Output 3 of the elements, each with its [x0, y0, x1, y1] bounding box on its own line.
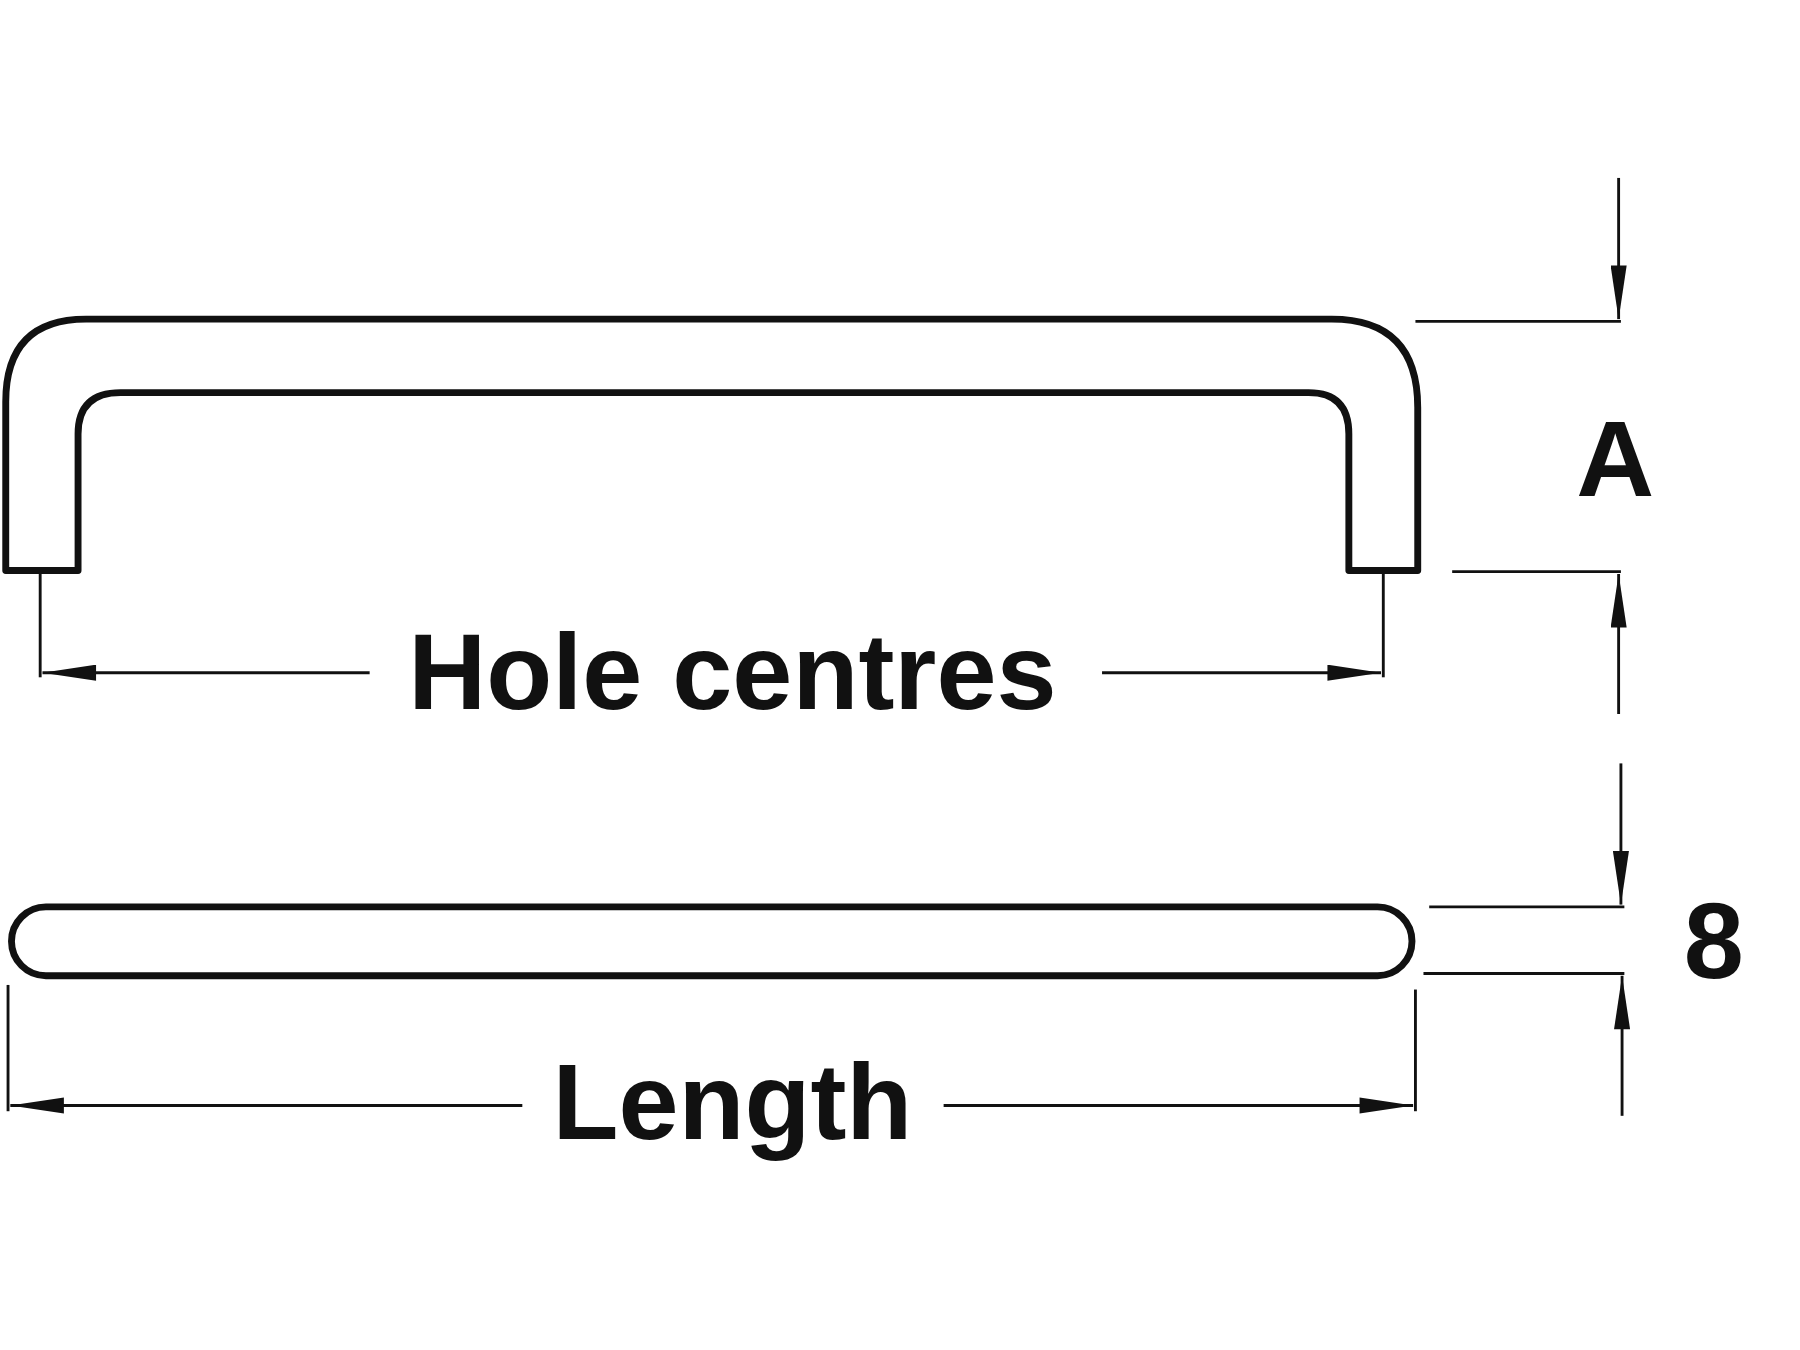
dimension-label: A — [1576, 405, 1655, 514]
dimension-label: 8 — [1683, 887, 1744, 996]
dimension-label: Hole centres — [408, 617, 1057, 726]
